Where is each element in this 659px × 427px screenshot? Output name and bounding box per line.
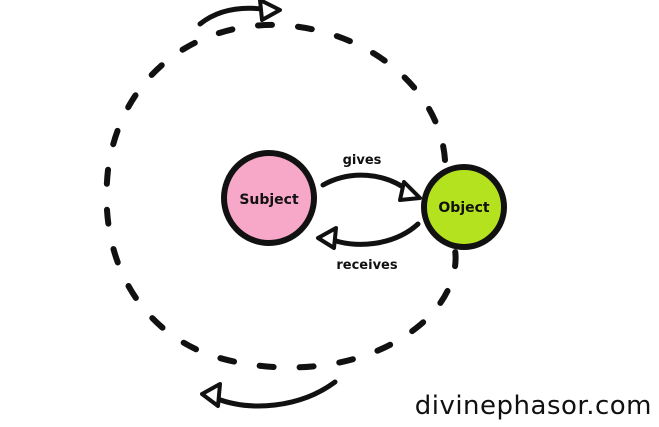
receives-label: receives: [336, 258, 397, 273]
gives-label: gives: [343, 153, 382, 168]
gives-arrow: gives: [320, 153, 422, 202]
subject-label: Subject: [239, 192, 299, 208]
object-label: Object: [438, 200, 490, 216]
outer-loop-bottom-arrow: [200, 379, 338, 409]
subject-node: Subject: [221, 150, 317, 246]
receives-arrow: receives: [316, 221, 421, 273]
outer-loop-top-arrow: [197, 0, 282, 27]
site-watermark: divinephasor.com: [415, 391, 652, 421]
object-node: Object: [421, 164, 507, 250]
